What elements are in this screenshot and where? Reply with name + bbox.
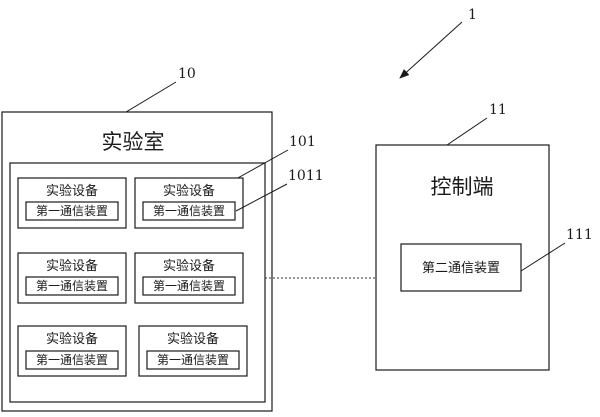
first-comm-device-label: 第一通信装置 — [36, 353, 108, 367]
system-arrow — [399, 21, 463, 79]
device-card: 实验设备 第一通信装置 — [134, 252, 244, 304]
equipment-group-ref-number: 101 — [289, 134, 316, 150]
device-label: 实验设备 — [46, 331, 98, 347]
lab-title: 实验室 — [102, 130, 165, 154]
device-card: 实验设备 第一通信装置 — [138, 325, 248, 377]
control-ref-leader — [446, 117, 488, 146]
lab-ref-number: 10 — [178, 66, 196, 82]
comm-device-leader — [235, 183, 288, 212]
first-comm-device-box — [142, 201, 236, 221]
control-title: 控制端 — [431, 175, 494, 199]
first-comm-device-label: 第一通信装置 — [36, 279, 108, 293]
first-comm-device-box — [25, 201, 119, 221]
second-comm-device-ref-number: 111 — [566, 227, 593, 243]
device-card: 实验设备 第一通信装置 — [17, 177, 127, 229]
second-comm-device-leader — [520, 242, 566, 272]
first-comm-device-label: 第一通信装置 — [36, 204, 108, 218]
first-comm-device-label: 第一通信装置 — [153, 204, 225, 218]
device-card: 实验设备 第一通信装置 — [17, 252, 127, 304]
device-card: 实验设备 第一通信装置 — [17, 325, 127, 377]
second-comm-device-label: 第二通信装置 — [422, 261, 500, 276]
first-comm-device-label: 第一通信装置 — [157, 353, 229, 367]
device-label: 实验设备 — [46, 258, 98, 274]
comm-device-ref-number: 1011 — [288, 168, 324, 184]
equipment-group-leader — [235, 149, 289, 180]
first-comm-device-box — [146, 350, 240, 370]
device-label: 实验设备 — [46, 183, 98, 199]
control-ref-number: 11 — [489, 102, 507, 118]
device-label: 实验设备 — [163, 183, 215, 199]
first-comm-device-label: 第一通信装置 — [153, 279, 225, 293]
device-label: 实验设备 — [167, 331, 219, 347]
lab-ref-leader — [125, 81, 177, 113]
second-comm-device-box — [400, 243, 522, 292]
system-ref-number: 1 — [468, 7, 477, 23]
first-comm-device-box — [25, 276, 119, 296]
first-comm-device-box — [25, 350, 119, 370]
first-comm-device-box — [142, 276, 236, 296]
device-card: 实验设备 第一通信装置 — [134, 177, 244, 229]
device-label: 实验设备 — [163, 258, 215, 274]
